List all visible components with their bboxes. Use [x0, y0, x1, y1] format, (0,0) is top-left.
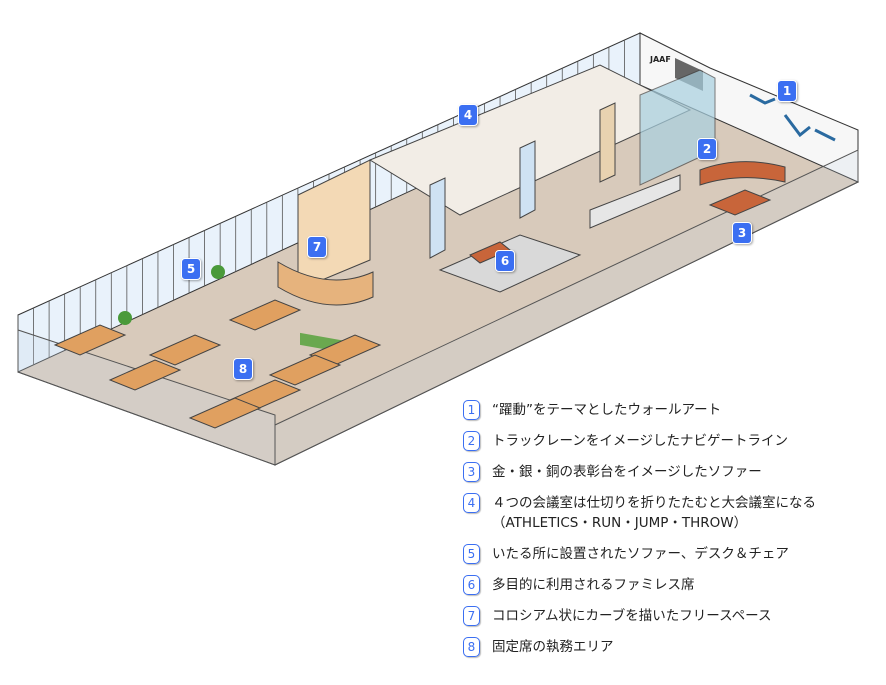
legend-number: 5 — [463, 544, 480, 564]
legend-item: 6 多目的に利用されるファミレス席 — [463, 575, 883, 595]
legend-text: コロシアム状にカーブを描いたフリースペース — [492, 608, 772, 624]
legend-item: 7 コロシアム状にカーブを描いたフリースペース — [463, 606, 883, 626]
legend-text-block: ４つの会議室は仕切りを折りたたむと大会議室になる （ATHLETICS・RUN・J… — [492, 493, 816, 533]
legend-text: 多目的に利用されるファミレス席 — [492, 577, 695, 593]
legend-number: 1 — [463, 400, 480, 420]
plants — [118, 265, 225, 325]
legend-text: トラックレーンをイメージしたナビゲートライン — [492, 433, 789, 449]
badge-5[interactable]: 5 — [181, 258, 201, 280]
legend-item: 4 ４つの会議室は仕切りを折りたたむと大会議室になる （ATHLETICS・RUN・… — [463, 493, 883, 533]
front-glass-wall-right — [274, 149, 859, 466]
legend-text: ４つの会議室は仕切りを折りたたむと大会議室になる — [492, 495, 816, 511]
legend-item: 2 トラックレーンをイメージしたナビゲートライン — [463, 431, 883, 451]
front-glass-wall — [17, 329, 276, 466]
legend-item: 8 固定席の執務エリア — [463, 637, 883, 657]
office-floor-illustration: JAAF — [17, 32, 860, 466]
jaaf-sign: JAAF — [649, 55, 671, 64]
legend-text: “躍動”をテーマとしたウォールアート — [492, 402, 722, 418]
badge-8[interactable]: 8 — [233, 358, 253, 380]
wall-art — [749, 93, 836, 142]
legend-text-line2: （ATHLETICS・RUN・JUMP・THROW） — [492, 515, 748, 531]
badge-1[interactable]: 1 — [777, 80, 797, 102]
legend-item: 5 いたる所に設置されたソファー、デスク＆チェア — [463, 544, 883, 564]
legend-number: 3 — [463, 462, 480, 482]
legend-item: 3 金・銀・銅の表彰台をイメージしたソファー — [463, 462, 883, 482]
legend-text: いたる所に設置されたソファー、デスク＆チェア — [492, 546, 789, 562]
desk — [188, 397, 262, 429]
meeting-rooms — [368, 64, 716, 259]
badge-2[interactable]: 2 — [697, 138, 717, 160]
legend-number: 4 — [463, 493, 480, 513]
desk — [53, 324, 127, 356]
badge-3[interactable]: 3 — [732, 222, 752, 244]
desk — [228, 299, 302, 331]
desk — [148, 334, 222, 366]
desk — [108, 359, 182, 391]
legend-number: 7 — [463, 606, 480, 626]
desk — [268, 354, 342, 386]
podium-sofa — [589, 161, 786, 229]
legend-item: 1 “躍動”をテーマとしたウォールアート — [463, 400, 883, 420]
badge-6[interactable]: 6 — [495, 250, 515, 272]
legend: 1 “躍動”をテーマとしたウォールアート 2 トラックレーンをイメージしたナビゲート… — [463, 400, 883, 668]
legend-number: 8 — [463, 637, 480, 657]
legend-number: 6 — [463, 575, 480, 595]
legend-text: 固定席の執務エリア — [492, 639, 614, 655]
legend-text: 金・銀・銅の表彰台をイメージしたソファー — [492, 464, 762, 480]
legend-number: 2 — [463, 431, 480, 451]
desk-area — [53, 299, 382, 429]
badge-7[interactable]: 7 — [307, 236, 327, 258]
badge-4[interactable]: 4 — [458, 104, 478, 126]
